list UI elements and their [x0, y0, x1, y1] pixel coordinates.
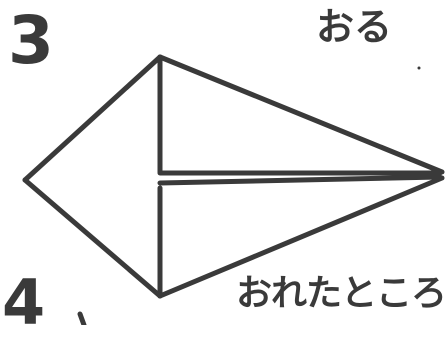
fold-label: おる: [316, 5, 393, 49]
center-fold-line-lower: [157, 174, 443, 186]
step-number-4: 4: [2, 266, 46, 339]
kite-upper-right-edge: [157, 54, 445, 175]
step-number-3: 3: [8, 2, 54, 79]
ink-dot: [417, 66, 421, 70]
kite-fold-diagram: [22, 54, 445, 325]
kite-upper-left-edge: [22, 54, 163, 183]
kite-lower-right-edge: [157, 175, 445, 299]
kite-lower-left-edge: [22, 177, 163, 299]
pencil-mark: [77, 311, 87, 325]
origami-instruction-sheet: 3 おる 4 おれたところ: [2, 2, 447, 334]
folded-part-label: おれたところ: [236, 273, 447, 314]
